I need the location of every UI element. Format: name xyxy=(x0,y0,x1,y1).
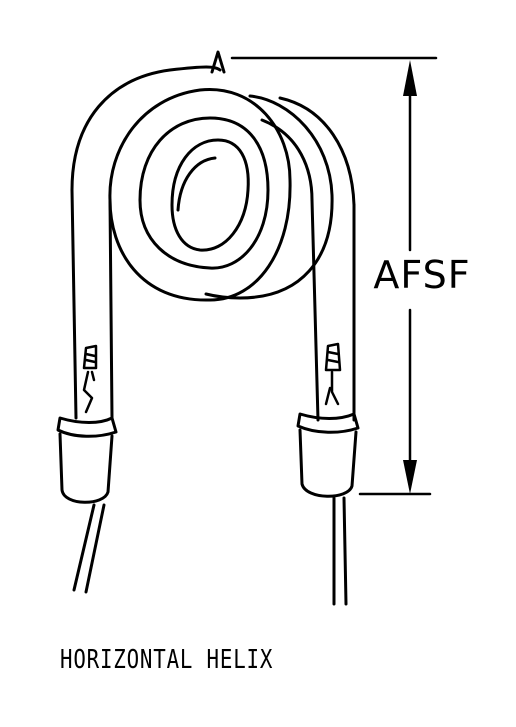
coil-inner-ring xyxy=(170,138,250,252)
dimension-arrow-up xyxy=(403,60,417,96)
coil-outer-loop xyxy=(108,88,292,302)
coil-inner-hole xyxy=(176,156,217,212)
coil-back-loop-inner xyxy=(260,118,314,202)
right-tube-bend xyxy=(278,96,356,207)
tube-tip xyxy=(210,50,226,74)
right-filament xyxy=(324,342,342,406)
dimension-label: AFSF xyxy=(372,252,472,298)
left-tube-bend xyxy=(70,65,222,192)
left-lead-wire xyxy=(72,503,106,594)
dimension-arrow-down xyxy=(403,460,417,494)
diagram-caption: HORIZONTAL HELIX xyxy=(60,645,274,675)
left-base-cap xyxy=(56,416,118,504)
left-tube-leg xyxy=(70,188,114,420)
left-filament xyxy=(82,344,98,414)
right-base-cap xyxy=(296,412,360,498)
coil-middle-ring xyxy=(138,116,270,270)
right-lead-wire xyxy=(332,496,348,606)
coil-back-loop xyxy=(204,94,334,300)
right-tube-leg xyxy=(310,198,356,422)
